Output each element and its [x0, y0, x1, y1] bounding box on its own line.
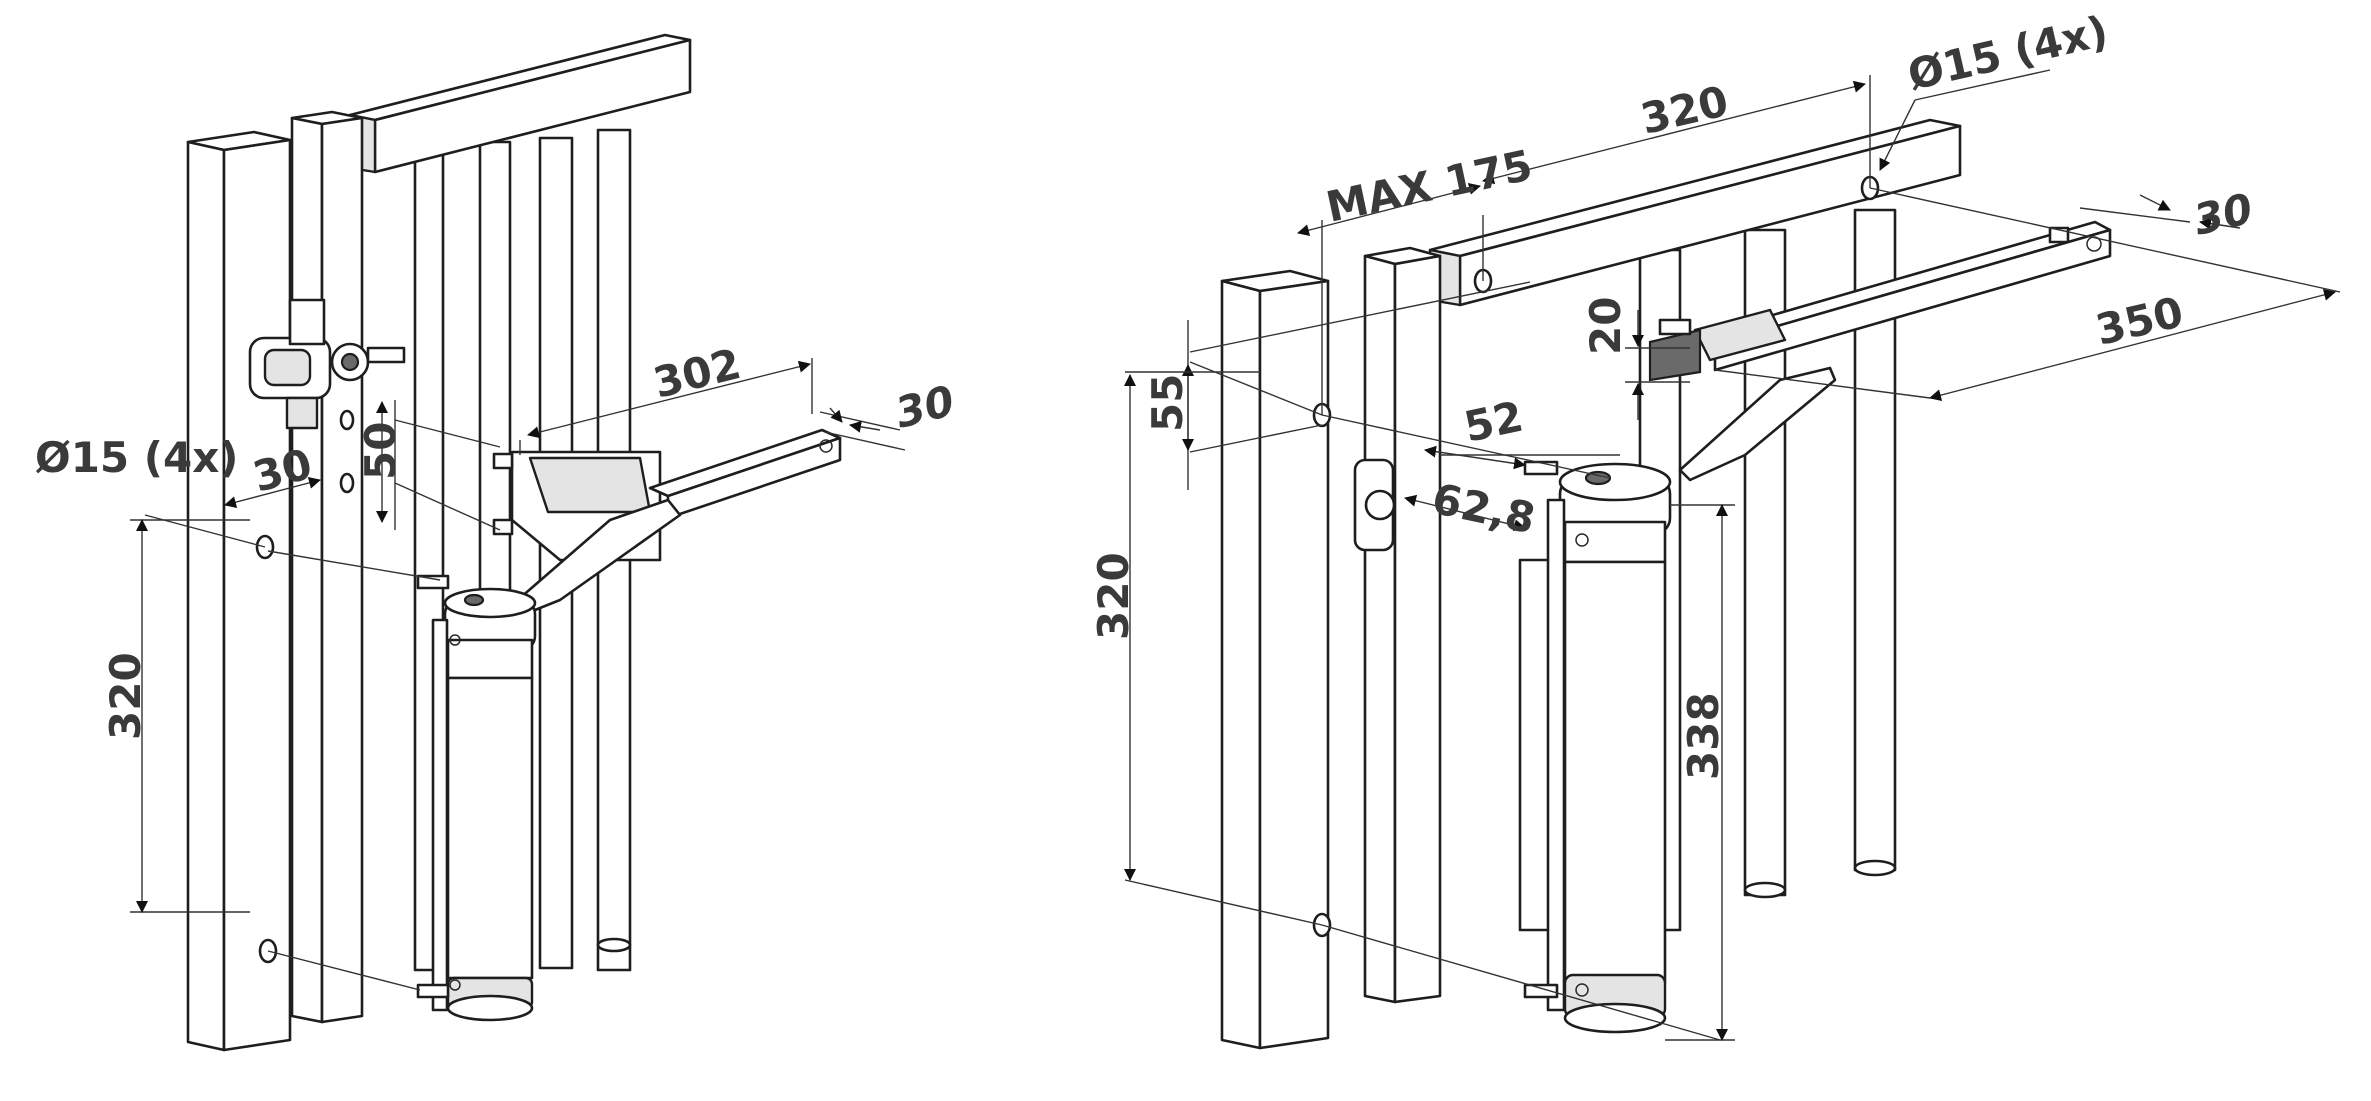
left-closer [416, 574, 537, 1022]
right-dim-max-175: MAX 175 [1322, 140, 1537, 231]
left-dimensions [130, 358, 906, 991]
right-closer [1523, 460, 1672, 1034]
right-gate-stile [1363, 246, 1442, 1004]
right-dim-offset-62-8: 62,8 [1428, 474, 1540, 543]
left-dim-spacing-50: 50 [356, 422, 405, 480]
left-top-rail [348, 33, 692, 174]
left-dim-post-hole-distance: 320 [101, 652, 150, 740]
right-post [1220, 269, 1332, 1050]
right-dim-height-20: 20 [1581, 297, 1630, 355]
right-dim-rail-hole-distance: 320 [1636, 76, 1732, 143]
right-dim-post-hole-distance: 320 [1089, 552, 1138, 640]
stile-hole-lower [339, 472, 355, 494]
right-dim-arm-width: 30 [2189, 184, 2257, 245]
left-assembly: Ø15 (4x) 30 50 302 30 320 [35, 33, 960, 1052]
left-dim-arm-length: 302 [649, 339, 746, 408]
left-dim-arm-width: 30 [891, 376, 960, 438]
left-arm [518, 428, 842, 614]
stile-hole-upper [339, 409, 355, 431]
left-gate-stile [290, 110, 364, 1024]
right-assembly: MAX 175 320 Ø15 (4x) 30 20 350 55 52 62,… [1089, 6, 2341, 1050]
right-hinge [1353, 458, 1396, 552]
right-dim-arm-length: 350 [2091, 287, 2187, 354]
right-dim-offset-55: 55 [1143, 374, 1192, 432]
left-hinge [248, 298, 406, 430]
right-dim-closer-height: 338 [1679, 692, 1728, 780]
left-dim-hole-diameter: Ø15 (4x) [35, 433, 238, 482]
right-dimensions [1124, 69, 2341, 1041]
right-dim-offset-52: 52 [1460, 392, 1527, 452]
right-dim-hole-diameter: Ø15 (4x) [1903, 6, 2112, 100]
right-arm [1648, 220, 2112, 482]
